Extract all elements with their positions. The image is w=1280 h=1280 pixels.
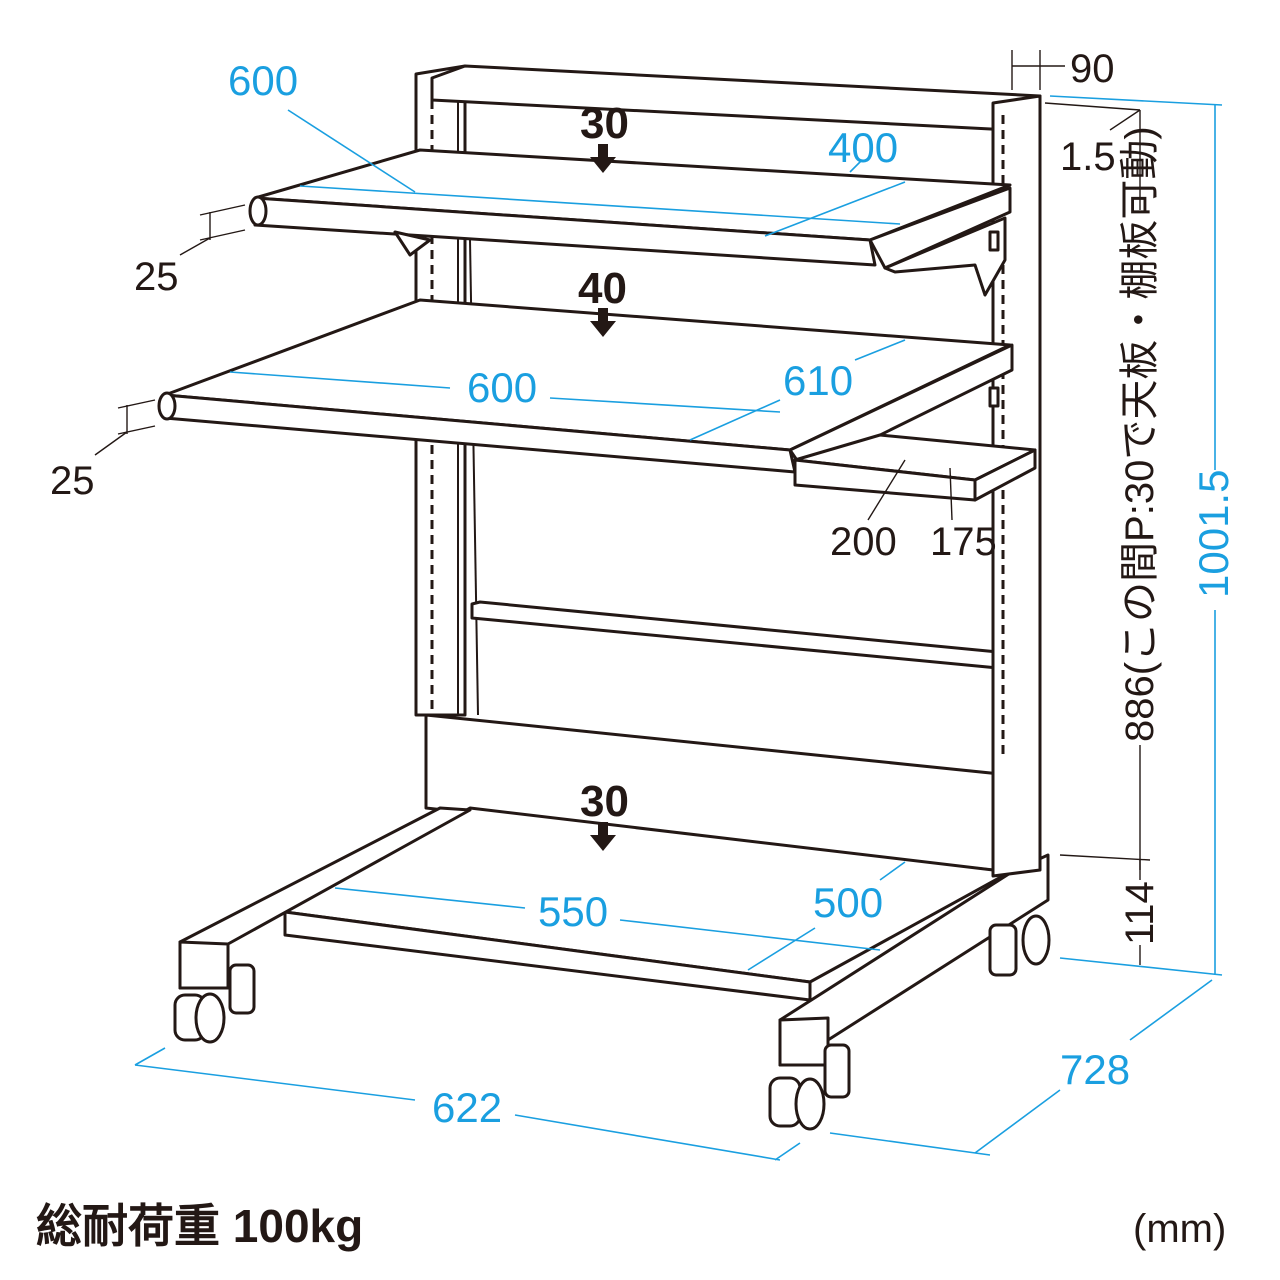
top-bar <box>430 64 1042 132</box>
post-slot-hole <box>988 230 1000 252</box>
top-shelf-thickness: 25 <box>134 255 179 299</box>
top-shelf-bracket <box>883 216 1007 297</box>
unit-label: (mm) <box>1133 1207 1226 1251</box>
side-shelf-depth: 175 <box>930 520 997 564</box>
side-shelf-width: 200 <box>830 520 897 564</box>
top-shelf-bracket <box>393 230 432 257</box>
bottom-shelf-depth: 500 <box>813 879 883 926</box>
overall-height: 1001.5 <box>1190 470 1237 598</box>
overall-depth: 728 <box>1060 1046 1130 1093</box>
top-gap: 1.5 <box>1060 135 1116 179</box>
cross-bar <box>470 600 1000 670</box>
bottom-height: 114 <box>1118 881 1162 945</box>
black-dimension-lines <box>94 50 1151 965</box>
post-slot-hole <box>988 386 1000 408</box>
load-arrow-icon <box>590 822 616 851</box>
top-shelf-depth: 400 <box>828 124 898 171</box>
adjustable-range: 886(この間P:30で天板・棚板可動) <box>1118 126 1162 742</box>
middle-shelf-width: 600 <box>467 364 537 411</box>
right-base-rail-end <box>778 1016 830 1067</box>
caster <box>768 1043 851 1131</box>
middle-shelf-load: 40 <box>578 264 627 313</box>
caster <box>173 963 256 1044</box>
middle-shelf-end-cap <box>157 391 177 421</box>
middle-shelf-depth: 610 <box>783 357 853 404</box>
post-width: 90 <box>1070 47 1115 91</box>
total-load: 総耐荷重 100kg <box>36 1200 363 1252</box>
top-shelf-side-edge <box>868 186 1012 270</box>
caster <box>988 914 1051 977</box>
right-front-post <box>991 94 1042 878</box>
load-arrow-icon <box>590 308 616 337</box>
top-shelf-width: 600 <box>228 57 298 104</box>
left-base-rail-end <box>178 940 230 990</box>
bottom-shelf-load: 30 <box>580 777 629 826</box>
middle-shelf-thickness: 25 <box>50 459 95 503</box>
top-shelf-end-cap <box>248 195 268 227</box>
load-arrow-icon <box>590 144 616 173</box>
overall-width: 622 <box>432 1084 502 1131</box>
dimension-lines <box>134 95 1223 1161</box>
top-shelf-load: 30 <box>580 99 629 148</box>
bottom-shelf-width: 550 <box>538 888 608 935</box>
side-shelf-side-edge <box>973 448 1037 502</box>
